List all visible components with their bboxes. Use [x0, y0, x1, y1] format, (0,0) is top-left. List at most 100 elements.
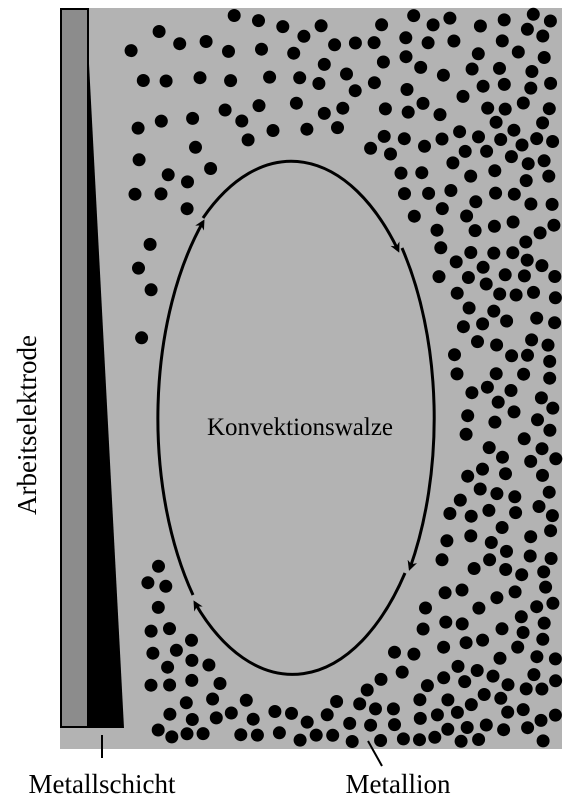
metal-ion-dot [536, 469, 549, 482]
metal-ion-dot [535, 683, 548, 696]
metal-ion-dot [464, 246, 477, 259]
metal-ion-dot [539, 581, 552, 594]
metal-ion-dot [145, 679, 158, 692]
metal-ion-dot [494, 692, 507, 705]
metal-ion-dot [451, 706, 464, 719]
metal-ion-dot [375, 18, 388, 31]
metal-ion-dot [129, 188, 142, 201]
metal-layer-label: Metallschicht [29, 769, 176, 799]
metal-ion-dot [330, 695, 343, 708]
metal-ion-dot [500, 545, 513, 558]
metal-ion-dot [469, 224, 482, 237]
metal-ion-dot [173, 37, 186, 50]
metal-ion-dot [494, 652, 507, 665]
metal-ion-dot [456, 617, 469, 630]
metal-ion-dot [458, 675, 471, 688]
metal-ion-dot [549, 291, 562, 304]
metal-ion-dot [493, 62, 506, 75]
metal-ion-dot [542, 339, 555, 352]
metal-ion-dot [477, 261, 490, 274]
metal-ion-dot [310, 729, 323, 742]
metal-ion-dot [141, 576, 154, 589]
metal-ion-dot [194, 71, 207, 84]
metal-ion-dot [440, 534, 453, 547]
metal-ion-dot [457, 90, 470, 103]
metal-ion-dot [290, 97, 303, 110]
metal-ion-dot [501, 706, 514, 719]
metal-ion-dot [163, 622, 176, 635]
metal-ion-dot [460, 210, 473, 223]
metal-ion-dot [483, 553, 496, 566]
metal-ion-dot [287, 47, 300, 60]
metal-ion-dot [395, 167, 408, 180]
metal-ion-dot [512, 46, 525, 59]
metal-ion-dot [474, 483, 487, 496]
metal-ion-dot [471, 335, 484, 348]
metal-ion-dot [368, 36, 381, 49]
metal-ion-dot [397, 732, 410, 745]
metal-ion-dot [481, 381, 494, 394]
metal-ion-dot [431, 708, 444, 721]
metal-ion-dot [457, 320, 470, 333]
metal-ion-dot [490, 591, 503, 604]
metal-ion-dot [137, 74, 150, 87]
metal-ion-dot [459, 145, 472, 158]
metal-ion-dot [481, 102, 494, 115]
metal-ion-dot [161, 661, 174, 674]
metal-ion-dot [538, 154, 551, 167]
metal-ion-dot [461, 470, 474, 483]
metal-ion-dot [315, 19, 328, 32]
metal-ion-dot [242, 133, 255, 146]
metal-ion-dot [510, 289, 523, 302]
metal-ion-dot [240, 694, 253, 707]
metal-ion-dot [466, 63, 479, 76]
metal-ion-dot [496, 622, 509, 635]
metal-ion-dot [536, 633, 549, 646]
metal-ion-dot [443, 507, 456, 520]
metal-ion-dot [521, 254, 534, 267]
metal-ion-dot [428, 731, 441, 744]
metal-ion-dot [437, 671, 450, 684]
metal-ion-dot [384, 148, 397, 161]
metal-ion-dot [507, 216, 520, 229]
metal-ion-dot [472, 47, 485, 60]
metal-ion-dot [251, 729, 264, 742]
metal-ion-dot [437, 69, 450, 82]
metal-ion-dot [378, 130, 391, 143]
metal-ion-dot [546, 135, 559, 148]
metal-ion-dot [273, 726, 286, 739]
metal-ion-dot [165, 730, 178, 743]
metal-ion-dot [535, 391, 548, 404]
metal-ion-dot [255, 43, 268, 56]
metal-ion-dot [132, 262, 145, 275]
metal-ion-dot [253, 99, 266, 112]
metal-ion-dot [451, 367, 464, 380]
metal-ion-dot [496, 521, 509, 534]
metal-ion-dot [181, 175, 194, 188]
metal-ion-dot [343, 717, 356, 730]
metal-ion-dot [490, 339, 503, 352]
metal-ion-dot [268, 705, 281, 718]
metal-ion-dot [200, 35, 213, 48]
metal-ion-dot [451, 287, 464, 300]
metal-ion-dot [413, 733, 426, 746]
working-electrode [61, 9, 88, 727]
metal-ion-dot [493, 288, 506, 301]
metal-ion-dot [500, 315, 513, 328]
metal-ion-dot [536, 116, 549, 129]
metal-ion-dot [234, 728, 247, 741]
metal-ion-dot [476, 317, 489, 330]
metal-ion-dot [375, 673, 388, 686]
metal-ion-dot [546, 198, 559, 211]
metal-ion-dot [444, 184, 457, 197]
metal-ion-dot [517, 97, 530, 110]
metal-ion-dot [340, 68, 353, 81]
metal-ion-dot [530, 312, 543, 325]
metal-ion-dot [537, 734, 550, 747]
metal-ion-dot [441, 723, 454, 736]
metal-ion-dot [377, 56, 390, 69]
metal-ion-dot [476, 463, 489, 476]
metal-ion-dot [235, 115, 248, 128]
metal-ion-dot [399, 31, 412, 44]
metal-ion-dot [419, 602, 432, 615]
